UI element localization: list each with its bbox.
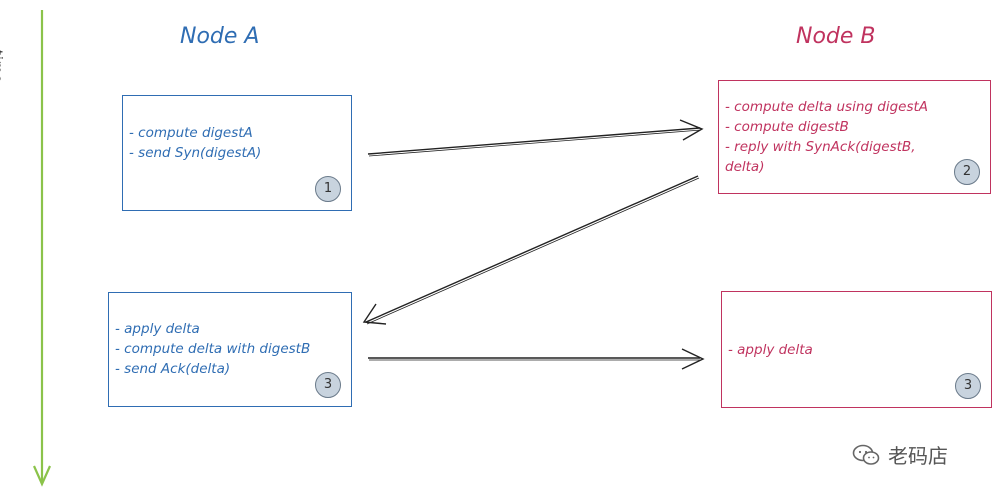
node-a-step1-text: - compute digestA - send Syn(digestA) [129,123,343,163]
text-line: - send Syn(digestA) [129,145,262,161]
wechat-icon [852,444,880,465]
text-line: - apply delta [115,321,200,337]
text-line: - compute delta with digestB [115,341,311,357]
ack-arrow [368,348,705,370]
node-b-step2-box: - compute delta using digestA - compute … [718,80,991,194]
text-line: - compute digestB [725,119,849,135]
syn-arrow [367,119,704,157]
node-b-title: Node B [796,24,876,49]
step-badge: 1 [315,176,341,202]
node-a-step1-box: - compute digestA - send Syn(digestA) 1 [122,95,352,211]
node-b-step3-box: - apply delta 3 [721,291,992,408]
text-line: - apply delta [728,342,813,358]
time-axis [32,10,52,487]
text-line: - reply with SynAck(digestB, [725,139,916,155]
text-line: - compute delta using digestA [725,99,929,115]
node-b-step2-text: - compute delta using digestA - compute … [725,97,982,177]
step-badge: 2 [954,159,980,185]
watermark: 老码店 [852,440,948,469]
node-a-step3-box: - apply delta - compute delta with diges… [108,292,352,407]
node-b-step3-text: - apply delta [728,340,983,360]
node-a-title: Node A [180,24,260,49]
node-a-step3-text: - apply delta - compute delta with diges… [115,319,343,379]
text-line: - send Ack(delta) [115,361,231,377]
synack-arrow [362,175,700,325]
step-badge: 3 [315,372,341,398]
time-axis-label: time [0,50,4,84]
text-line: - compute digestA [129,125,253,141]
watermark-text: 老码店 [888,444,948,468]
step-badge: 3 [955,373,981,399]
text-line: delta) [725,159,765,175]
